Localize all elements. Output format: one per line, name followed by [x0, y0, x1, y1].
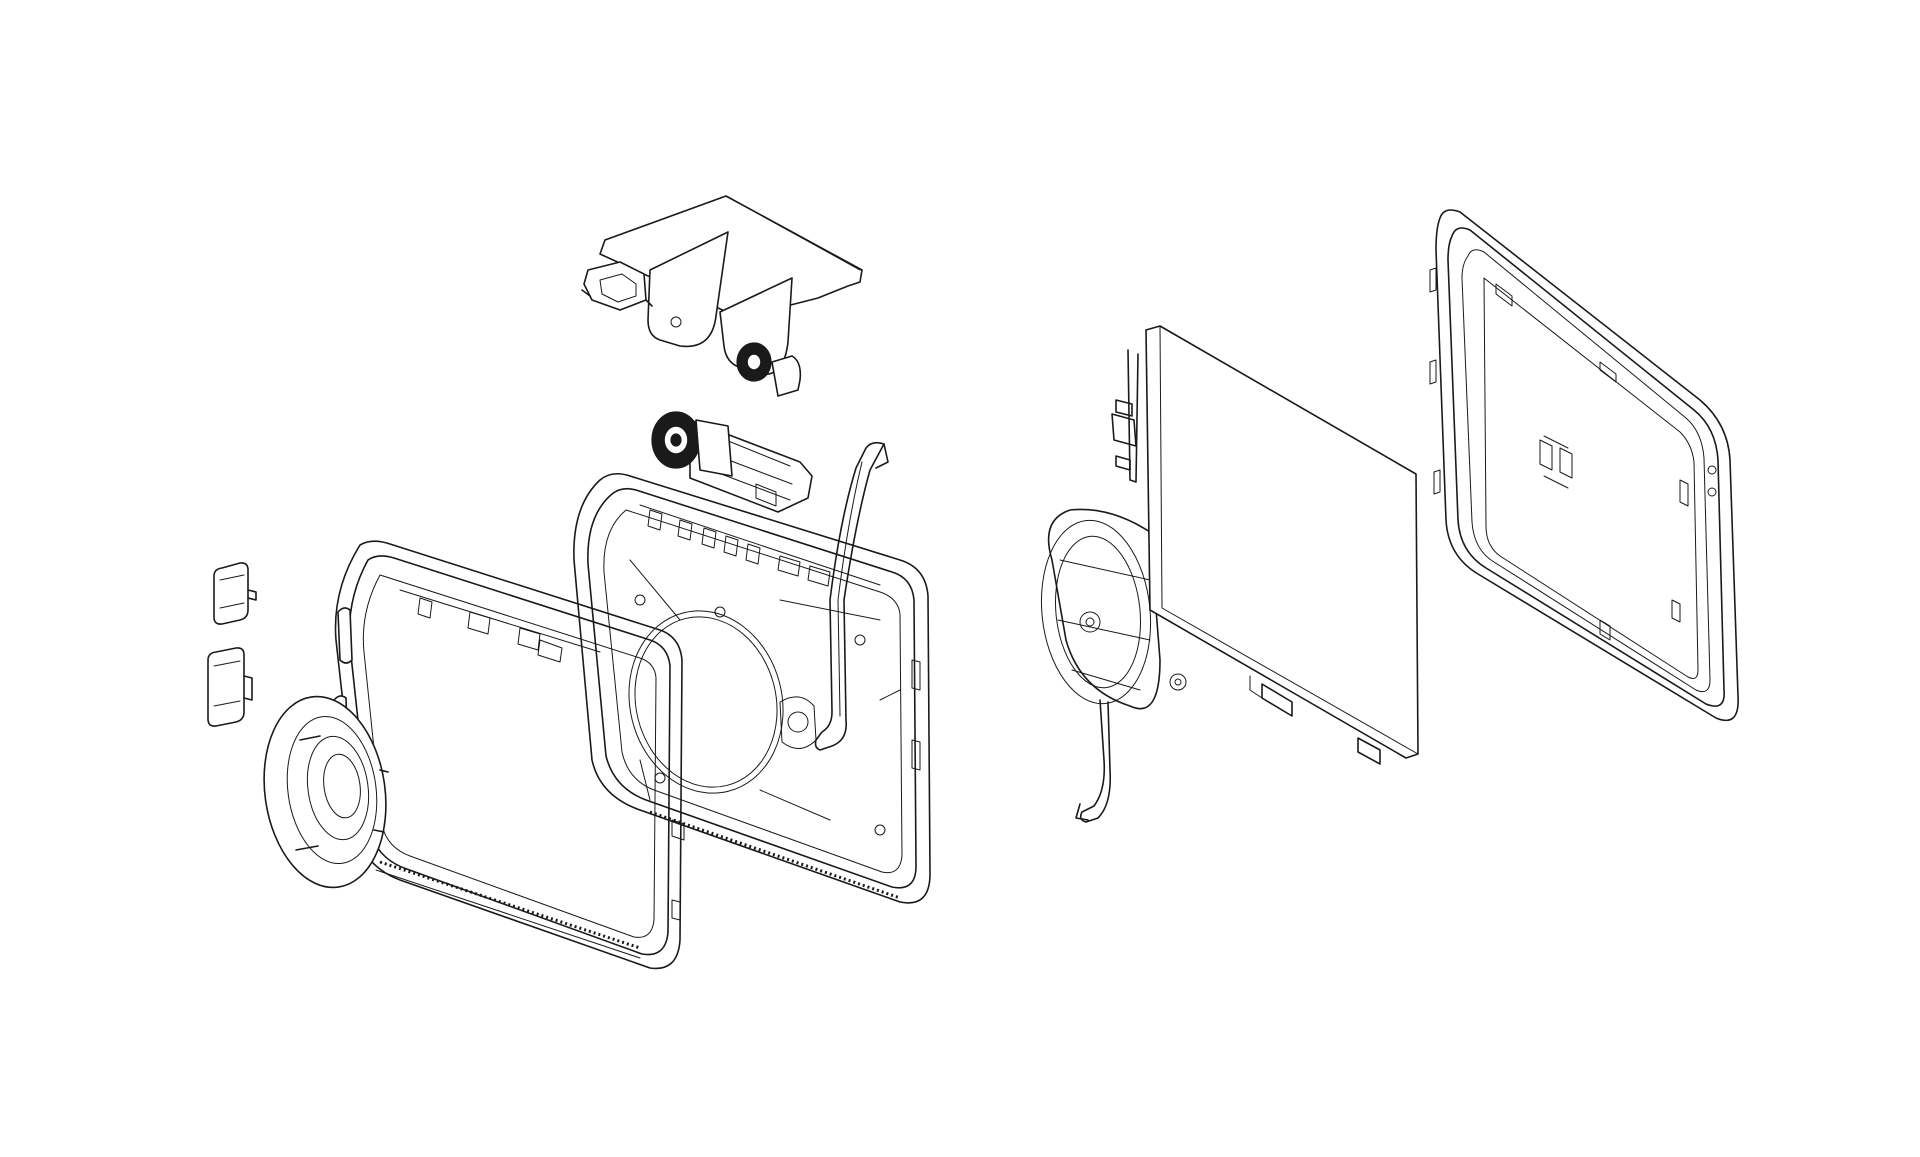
flex-arm: [814, 441, 889, 751]
port-plug-upper: [213, 562, 257, 625]
back-bezel-frame: [1429, 209, 1739, 722]
front-housing: [333, 540, 685, 970]
display-panel: [1145, 325, 1419, 765]
port-plug-lower: [207, 647, 253, 727]
top-mount-bracket: [581, 195, 863, 397]
rear-mount-ring: [1040, 349, 1187, 823]
middle-frame: [573, 472, 931, 904]
mount-ring-front: [263, 695, 389, 889]
camera-module: [651, 411, 813, 513]
